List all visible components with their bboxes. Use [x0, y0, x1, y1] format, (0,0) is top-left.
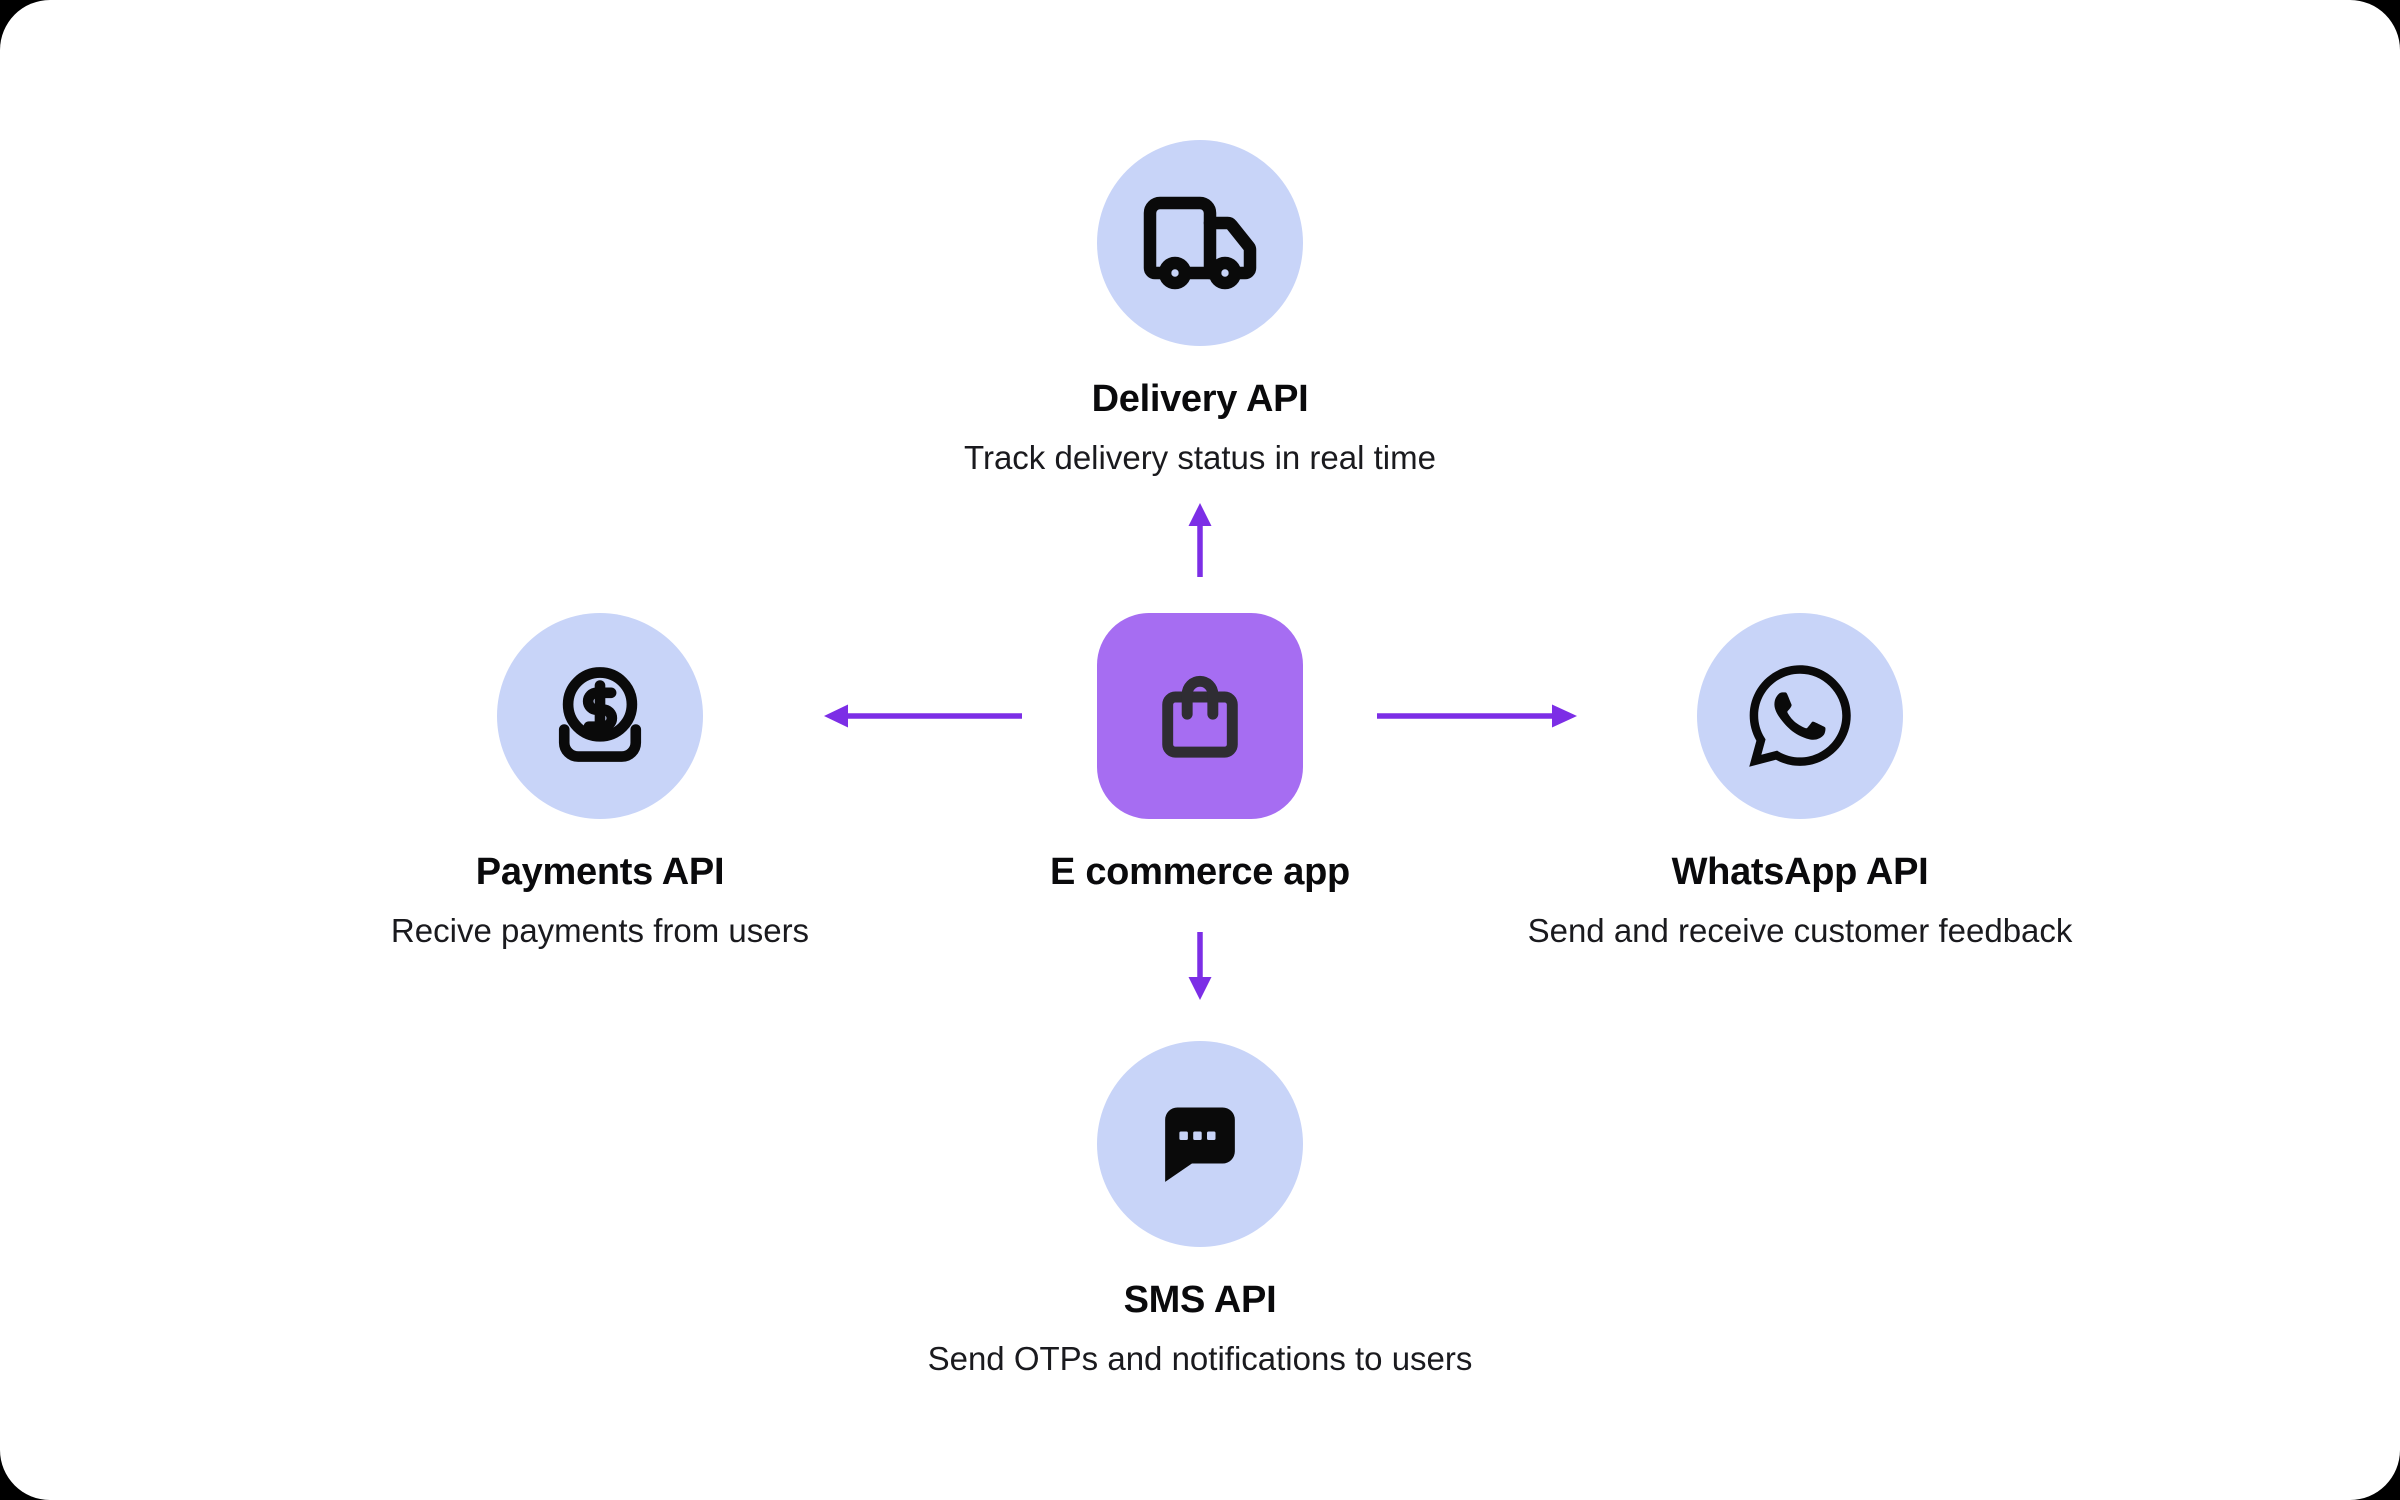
payments-subtitle: Recive payments from users [390, 912, 810, 949]
sms-node-circle [1097, 1041, 1303, 1247]
sms-title: SMS API [1123, 1279, 1277, 1321]
arrow-up [1188, 503, 1212, 577]
whatsapp-title: WhatsApp API [1671, 851, 1929, 893]
chat-bubble-icon [1165, 1107, 1235, 1182]
ecommerce-app-square [1097, 613, 1303, 819]
shopping-bag-icon [1162, 675, 1238, 758]
whatsapp-node-circle [1697, 613, 1903, 819]
payments-node-circle [497, 613, 703, 819]
ecommerce-app-title: E commerce app [1050, 851, 1350, 893]
money-deposit-icon [558, 667, 642, 762]
delivery-title: Delivery API [1091, 378, 1309, 420]
delivery-subtitle: Track delivery status in real time [964, 439, 1436, 476]
payments-title: Payments API [475, 851, 725, 893]
arrow-right [1377, 704, 1577, 728]
whatsapp-subtitle: Send and receive customer feedback [1527, 912, 2073, 949]
arrow-left [824, 704, 1022, 728]
sms-subtitle: Send OTPs and notifications to users [927, 1340, 1473, 1377]
delivery-node-circle [1097, 140, 1303, 346]
whatsapp-icon [1749, 665, 1851, 767]
arrow-down [1188, 932, 1212, 1000]
truck-icon [1143, 196, 1257, 290]
